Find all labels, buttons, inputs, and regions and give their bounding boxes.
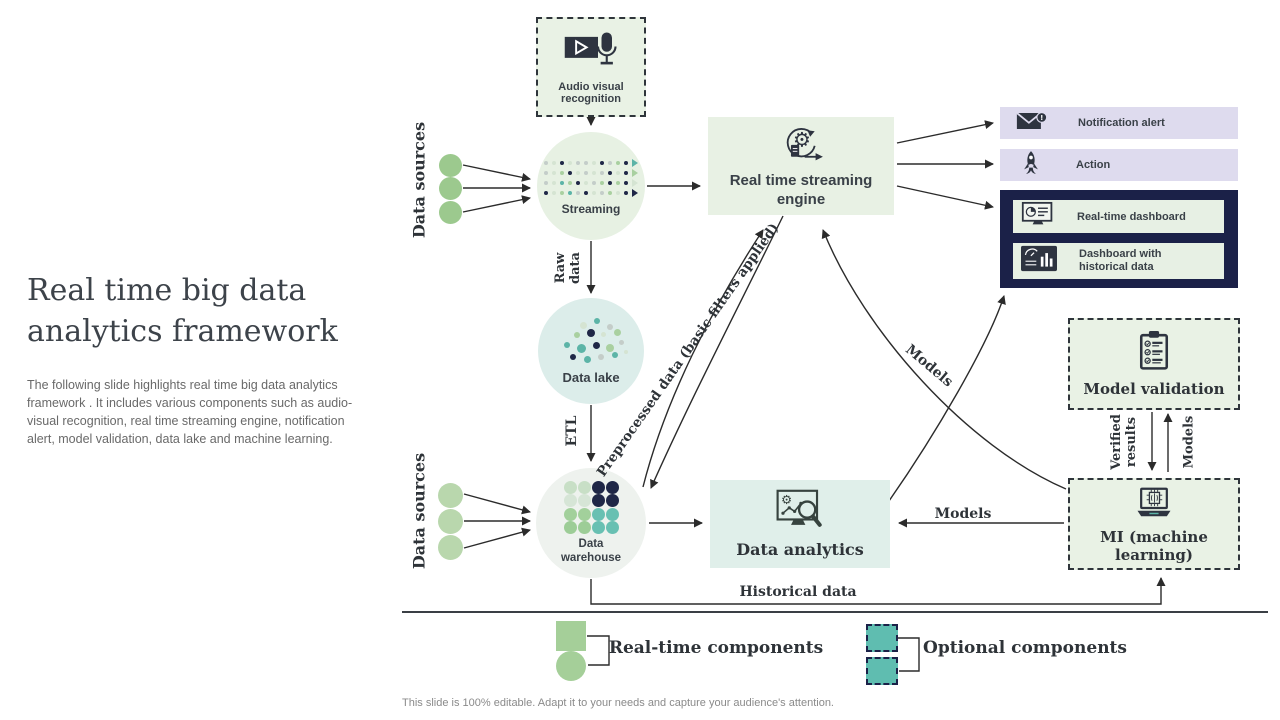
arrow-analytics-to-dashboard	[888, 295, 1006, 502]
legend-optional-label: Optional components	[923, 638, 1127, 658]
arrow-engine-to-warehouse	[650, 215, 784, 489]
editable-note: This slide is 100% editable. Adapt it to…	[402, 697, 834, 709]
envelope-alert-icon: !	[1016, 110, 1048, 137]
page-title: Real time big data analytics framework	[27, 273, 338, 350]
monitor-pie-icon	[1021, 201, 1055, 233]
laptop-ai-icon	[1132, 484, 1176, 526]
historical-data-label: Historical data	[739, 584, 857, 600]
node-model-validation: Model validation	[1068, 318, 1240, 410]
data-source-circle	[438, 535, 463, 560]
data-source-circle	[439, 154, 462, 177]
arrow-source1-bottom	[463, 493, 531, 515]
dashboards-panel: Real-time dashboard Dashboard with histo…	[1000, 190, 1238, 288]
monitor-analytics-icon: ⚙	[773, 489, 827, 537]
node-label: Audio visual recognition	[558, 81, 624, 105]
slide-description: The following slide highlights real time…	[27, 378, 353, 447]
legend-optional-square-1	[866, 624, 898, 652]
clipboard-check-icon	[1137, 330, 1171, 376]
node-realtime-dashboard: Real-time dashboard	[1013, 200, 1224, 233]
verified-results-label: Verified results	[1109, 414, 1139, 470]
node-label: MI (machine learning)	[1100, 528, 1208, 564]
node-streaming-engine: ⚙ Real time streaming engine	[708, 117, 894, 215]
raw-data-label: Raw data	[553, 252, 583, 284]
node-audio-visual-recognition: Audio visual recognition	[536, 17, 646, 117]
node-data-lake: Data lake	[538, 298, 644, 404]
arrow-source3-top	[462, 195, 531, 213]
node-notification-alert: ! Notification alert	[1000, 107, 1238, 139]
node-label: Notification alert	[1078, 117, 1165, 129]
warehouse-dots	[563, 480, 619, 535]
node-historical-dashboard: Dashboard with historical data	[1013, 243, 1224, 279]
legend-bracket-realtime	[587, 635, 610, 666]
data-sources-label-bottom: Data sources	[409, 452, 429, 570]
node-streaming: Streaming	[537, 132, 645, 240]
models-curve-label: Models	[902, 341, 956, 391]
node-label: Dashboard with historical data	[1079, 247, 1162, 273]
node-label: Data warehouse	[560, 537, 622, 564]
arrow-source3-bottom	[463, 527, 531, 549]
bar-chart-icon	[1021, 245, 1057, 277]
gear-cycle-icon: ⚙	[777, 123, 825, 170]
node-machine-learning: MI (machine learning)	[1068, 478, 1240, 570]
svg-text:⚙: ⚙	[781, 492, 792, 507]
node-data-analytics: ⚙ Data analytics	[710, 480, 890, 568]
node-label: Data analytics	[736, 540, 864, 559]
node-label: Real-time dashboard	[1077, 210, 1186, 223]
streaming-dots	[544, 157, 638, 199]
arrow-historical-data	[590, 577, 1166, 605]
arrow-source1-top	[462, 164, 531, 182]
etl-label: ETL	[564, 415, 580, 447]
node-data-warehouse: Data warehouse	[536, 468, 646, 578]
arrow-engine-to-dashboards	[896, 185, 994, 210]
lake-dots	[546, 317, 636, 366]
data-source-circle	[438, 483, 463, 508]
node-label: Real time streaming engine	[729, 171, 873, 208]
node-label: Streaming	[561, 201, 621, 216]
legend-realtime-circle	[556, 651, 586, 681]
data-source-circle	[439, 201, 462, 224]
node-action: Action	[1000, 149, 1238, 181]
arrow-engine-to-notification	[896, 120, 994, 144]
models-horizontal-label: Models	[934, 506, 992, 522]
legend-realtime-label: Real-time components	[608, 638, 824, 658]
separator-line	[402, 611, 1268, 613]
legend-bracket-optional	[898, 637, 920, 672]
node-label: Action	[1076, 159, 1111, 171]
legend-realtime-square	[556, 621, 586, 651]
data-source-circle	[439, 177, 462, 200]
data-sources-label-top: Data sources	[409, 121, 429, 239]
rocket-icon	[1020, 150, 1042, 181]
node-label: Data lake	[562, 369, 620, 385]
node-label: Model validation	[1083, 380, 1225, 398]
video-mic-icon	[563, 29, 619, 76]
data-source-circle	[438, 509, 463, 534]
models-vertical-label: Models	[1181, 415, 1197, 469]
svg-text:!: !	[1040, 113, 1043, 122]
legend-optional-square-2	[866, 657, 898, 685]
